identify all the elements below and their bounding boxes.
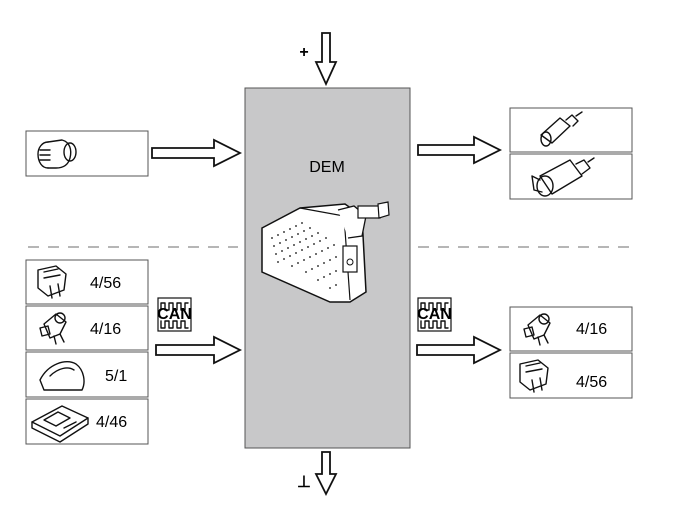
sensor-connector-icon <box>39 312 67 345</box>
can-label-right: CAN <box>417 306 452 323</box>
can-bus-icon-left: CAN <box>157 297 192 332</box>
control-lever-icon <box>39 361 85 391</box>
pressure-sensor-icon <box>37 139 77 169</box>
power-plus-symbol: + <box>299 44 308 61</box>
ground-symbol: ⊥ <box>297 474 311 491</box>
output-card-4-16: 4/16 <box>509 306 633 352</box>
output-card-4-56: 4/56 <box>509 352 633 399</box>
dem-label: DEM <box>309 159 345 176</box>
dem-module-icon <box>261 201 390 303</box>
control-panel-icon <box>31 405 89 443</box>
output-top-valve-card-1 <box>509 107 633 153</box>
connector-icon <box>519 359 549 393</box>
input-card-4-46: 4/46 <box>25 398 149 445</box>
output-arrow-top <box>417 135 503 165</box>
can-label-left: CAN <box>157 306 192 323</box>
input-label-4-56: 4/56 <box>90 275 121 292</box>
large-valve-icon <box>531 157 595 197</box>
input-arrow-top <box>151 138 243 168</box>
input-arrow-bottom <box>155 335 243 365</box>
sensor-connector-icon <box>523 313 551 346</box>
small-valve-icon <box>540 111 583 147</box>
input-label-4-46: 4/46 <box>96 414 127 431</box>
output-label-4-16: 4/16 <box>576 321 607 338</box>
connector-icon <box>37 265 67 299</box>
input-label-4-16: 4/16 <box>90 321 121 338</box>
can-bus-icon-right: CAN <box>417 297 452 332</box>
input-card-4-56: 4/56 <box>25 259 149 305</box>
power-arrow-down <box>314 32 338 87</box>
ground-arrow-down <box>314 451 338 497</box>
output-arrow-bottom <box>416 335 503 365</box>
input-card-5-1: 5/1 <box>25 351 149 398</box>
input-top-sensor-card <box>25 130 149 177</box>
input-label-5-1: 5/1 <box>105 368 127 385</box>
input-card-4-16: 4/16 <box>25 305 149 351</box>
output-label-4-56: 4/56 <box>576 374 607 391</box>
output-top-valve-card-2 <box>509 153 633 200</box>
